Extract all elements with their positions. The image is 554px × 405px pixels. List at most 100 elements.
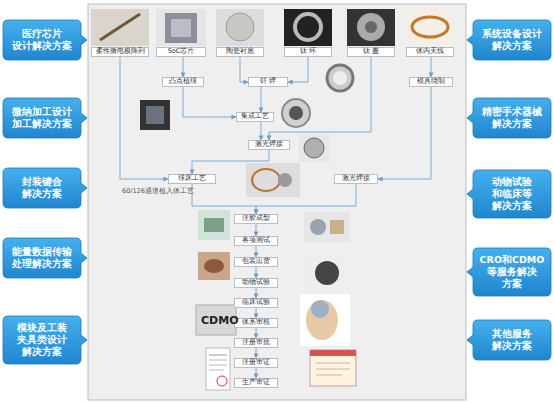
certificate-band (310, 350, 356, 356)
titanium-ring (295, 14, 321, 40)
package-photo (304, 256, 350, 290)
flow-connector (256, 184, 356, 214)
certificate-line (316, 369, 350, 370)
process-box: 球床工艺 (168, 174, 216, 184)
titanium-cap (357, 13, 385, 41)
solution-label: 医疗芯片 设计解决方案 (3, 28, 81, 52)
step-label: 凸点植球 (169, 78, 197, 85)
bubble-outline (467, 320, 551, 360)
molding-tool (204, 218, 224, 232)
solution-bubble: 动物试验 和临床等 解决方案 (473, 170, 551, 218)
flow-connector (192, 184, 256, 214)
process-box: 钛 盖 (347, 47, 395, 57)
step-label: 模具绕制 (417, 78, 445, 85)
process-box: 注册审批 (234, 338, 278, 348)
welded-photo (298, 134, 330, 162)
approval-document (206, 348, 230, 390)
cap-photo (347, 9, 395, 46)
flow-connector (256, 224, 257, 236)
step-label: 钛 盖 (363, 48, 379, 55)
process-box: 激光焊接 (248, 140, 290, 150)
brain-overlay (311, 300, 329, 318)
document-line (209, 355, 227, 356)
process-box: 体内天线 (406, 47, 454, 57)
cap-center (365, 21, 377, 33)
document-line (209, 370, 224, 371)
solution-label: 能量数据传输 处理解决方案 (3, 246, 81, 270)
step-label: 体系审核 (242, 319, 270, 326)
solution-bubble: 精密手术器械 解决方案 (473, 98, 551, 138)
welded-part (304, 138, 324, 158)
note-label: CDMO (201, 314, 239, 327)
process-box: 临床试验 (234, 298, 278, 308)
solution-label: 其他服务 解决方案 (473, 328, 551, 352)
brazed-ring-hole (333, 71, 347, 85)
process-box: 各项测试 (234, 236, 278, 246)
solution-label: 封装键合 解决方案 (3, 176, 81, 200)
animal-photo (198, 252, 230, 280)
flow-connector (192, 150, 269, 174)
clinical-photo (300, 294, 350, 346)
bubble-outline (3, 20, 87, 60)
test-part (330, 220, 344, 234)
bumped-die (146, 106, 164, 124)
process-box: 注胶成型 (234, 214, 278, 224)
certificate (310, 350, 356, 386)
flow-connector (256, 368, 257, 378)
bumped-chip (140, 100, 170, 130)
step-label: 集成工艺 (241, 113, 269, 120)
solution-bubble: 医疗芯片 设计解决方案 (3, 20, 81, 60)
flow-connector (256, 348, 257, 358)
solution-label: CRO和CDMO 等服务解决 方案 (473, 254, 551, 290)
flow-connector (183, 87, 236, 117)
flow-connector (183, 57, 184, 77)
flow-connector (261, 87, 262, 112)
flow-connector (256, 328, 257, 338)
process-box: 钛 环 (284, 47, 332, 57)
solution-bubble: 能量数据传输 处理解决方案 (3, 238, 81, 278)
process-box: 凸点植球 (162, 77, 204, 87)
step-label: 生产审证 (242, 379, 270, 386)
red-stamp (217, 376, 227, 386)
process-box: 体系审核 (234, 318, 278, 328)
implant-photo (246, 163, 300, 197)
process-box: 陶瓷衬底 (216, 47, 264, 57)
document-line (209, 360, 227, 361)
step-label: 注册审证 (242, 359, 270, 366)
test-part (310, 219, 326, 235)
solution-bubble: 模块及工装 夹具类设计 解决方案 (3, 316, 81, 364)
step-label: 临床试验 (242, 299, 270, 306)
step-label: 体内天线 (416, 48, 444, 55)
solution-bubble: 其他服务 解决方案 (473, 320, 551, 360)
step-label: 动物试验 (242, 279, 270, 286)
process-box: SoC芯片 (156, 47, 206, 57)
step-label: 注胶成型 (242, 215, 270, 222)
process-box: 注册审证 (234, 358, 278, 368)
step-label: 柔性微电极阵列 (96, 48, 145, 55)
process-box: 模具绕制 (409, 77, 453, 87)
process-box: 钎 焊 (248, 77, 288, 87)
center-panel (88, 4, 466, 400)
antenna-photo (406, 9, 454, 46)
flow-connector (378, 87, 431, 179)
process-box: 柔性微电极阵列 (91, 47, 149, 57)
solution-label: 系统设备设计 解决方案 (473, 28, 551, 52)
flow-connector (269, 57, 371, 140)
flow-connector (431, 57, 432, 77)
implant-coil (252, 169, 280, 191)
flow-connector (288, 57, 308, 82)
soc-chip (165, 13, 197, 43)
implant-body (278, 173, 292, 187)
integrated-part (282, 99, 310, 127)
process-box: 激光焊接 (334, 174, 378, 184)
step-label: SoC芯片 (168, 48, 195, 55)
solution-bubble: 封装键合 解决方案 (3, 168, 81, 208)
bubble-outline (3, 98, 87, 138)
step-label: 钎 焊 (260, 78, 276, 85)
ring-photo (284, 9, 332, 46)
certificate-line (316, 363, 350, 364)
ceramic-photo (216, 9, 264, 46)
soc-photo (156, 9, 206, 46)
integrated-core (289, 106, 303, 120)
brazed-ring (327, 65, 353, 91)
